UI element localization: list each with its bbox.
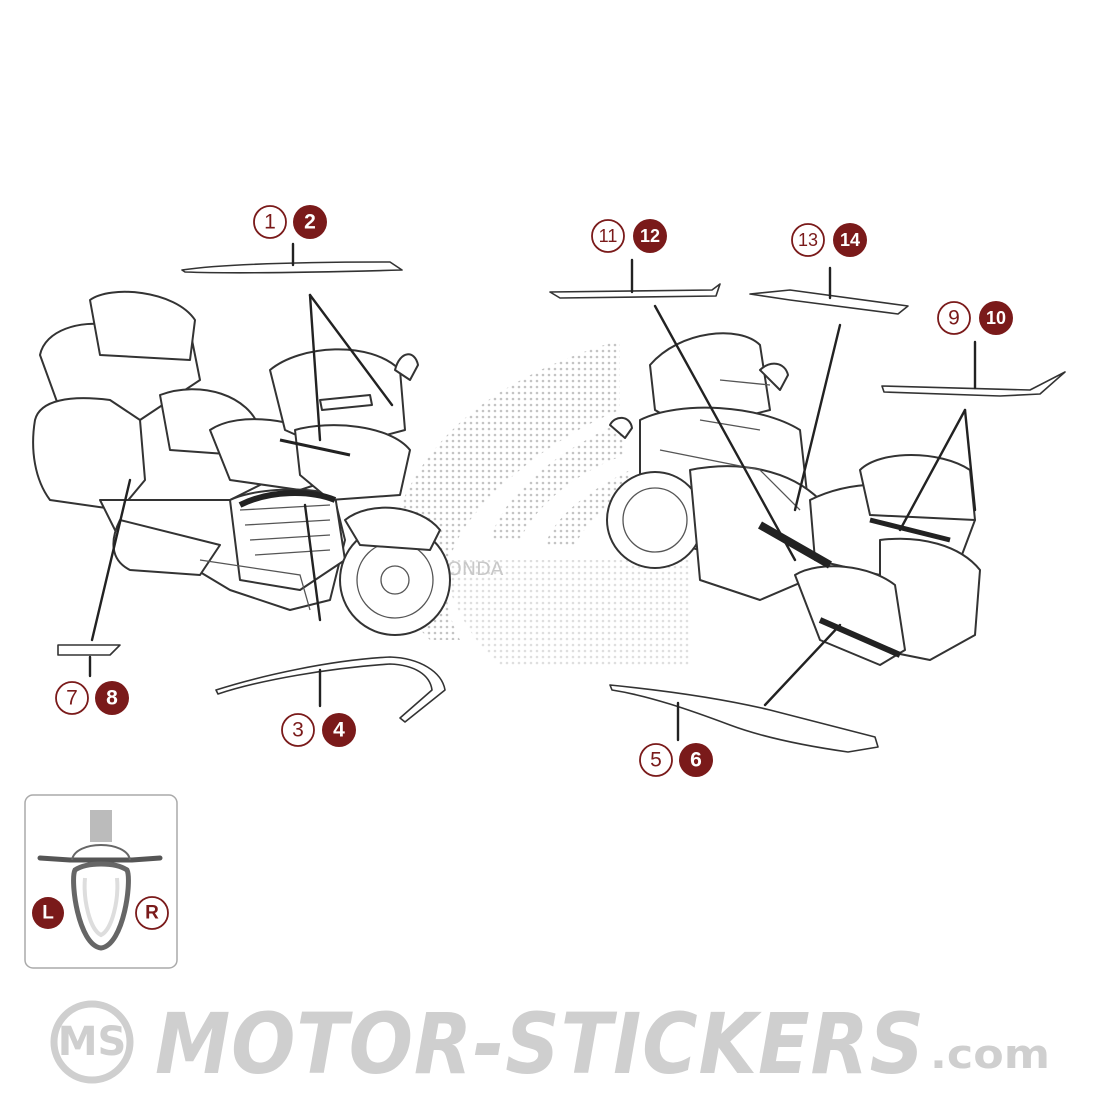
callout-filled-circle (833, 223, 867, 257)
callout-outline-number: 13 (798, 230, 818, 250)
callout-7-8: 7 8 (55, 681, 129, 715)
sticker-parts (57, 261, 1066, 753)
callout-13-14: 13 14 (791, 223, 867, 257)
brand-logo-initials: MS (58, 1019, 127, 1065)
callout-outline-number: 7 (66, 687, 78, 710)
motorcycle-right-illustration (606, 332, 981, 666)
callout-outline-circle (253, 205, 287, 239)
sticker-part-11-12 (549, 283, 721, 299)
callout-filled-number: 10 (986, 308, 1006, 328)
right-indicator-circle (135, 896, 169, 930)
callout-outline-circle (281, 713, 315, 747)
left-indicator-label: L (42, 903, 54, 924)
callout-outline-number: 9 (948, 307, 960, 330)
callout-outline-circle (55, 681, 89, 715)
callout-filled-circle (95, 681, 129, 715)
brand-footer: MS MOTOR-STICKERS .com (50, 995, 1050, 1093)
sticker-part-3-4 (215, 656, 446, 723)
callout-5-6: 5 6 (639, 743, 713, 777)
callout-outline-number: 11 (599, 226, 618, 246)
callout-filled-circle (633, 219, 667, 253)
sticker-part-5-6 (609, 684, 879, 753)
callout-outline-circle (937, 301, 971, 335)
callout-filled-circle (679, 743, 713, 777)
callout-filled-number: 12 (640, 226, 660, 246)
callout-filled-number: 4 (333, 719, 345, 742)
rider-icon (37, 810, 163, 951)
callout-filled-circle (979, 301, 1013, 335)
callout-11-12: 11 12 (591, 219, 667, 253)
leader-lines (88, 242, 977, 742)
callout-filled-number: 14 (840, 230, 860, 250)
sticker-part-1-2 (181, 261, 403, 274)
sticker-part-13-14 (749, 289, 909, 315)
brand-logo-ring (50, 1000, 134, 1084)
callout-3-4: 3 4 (281, 713, 356, 747)
motorcycle-left-illustration (32, 290, 451, 636)
sticker-part-7-8 (57, 644, 121, 656)
brand-name: MOTOR-STICKERS (155, 995, 925, 1093)
callout-filled-number: 8 (106, 687, 118, 710)
callout-outline-number: 5 (650, 749, 662, 772)
callout-filled-number: 2 (304, 211, 316, 234)
brand-suffix: .com (930, 1032, 1050, 1078)
left-indicator-circle (32, 897, 64, 929)
callout-outline-circle (639, 743, 673, 777)
callout-outline-circle (791, 223, 825, 257)
callout-9-10: 9 10 (937, 301, 1013, 335)
callout-outline-number: 1 (264, 211, 276, 234)
callout-1-2: 1 2 (253, 205, 327, 239)
callout-filled-circle (293, 205, 327, 239)
right-indicator-label: R (145, 903, 159, 924)
sticker-part-9-10 (881, 371, 1066, 397)
callout-filled-number: 6 (690, 749, 702, 772)
callout-outline-circle (591, 219, 625, 253)
callout-filled-circle (322, 713, 356, 747)
callout-outline-number: 3 (292, 719, 304, 742)
orientation-legend: L R (24, 794, 178, 969)
